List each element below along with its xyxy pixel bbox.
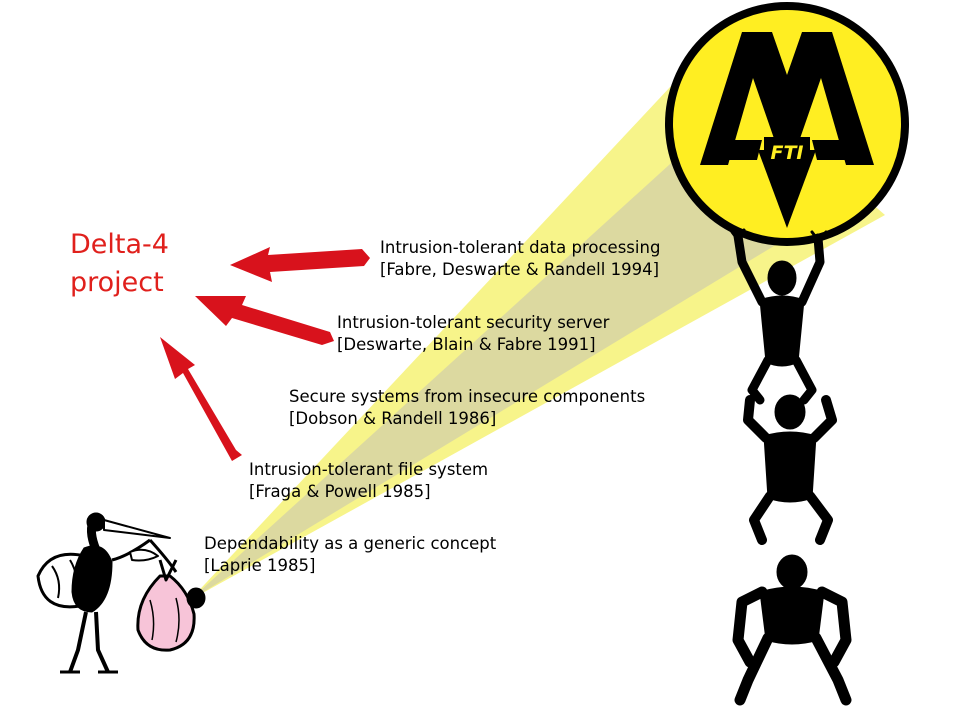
reference-title: Secure systems from insecure components — [289, 387, 646, 406]
logo-badge-text: FTI — [770, 142, 803, 164]
reference-item: Intrusion-tolerant security server [Desw… — [337, 312, 609, 356]
page-title: Delta-4 project — [70, 226, 169, 302]
arrow-icon — [230, 247, 370, 282]
logo-v-stem — [758, 150, 816, 228]
reference-title: Dependability as a generic concept — [204, 534, 497, 553]
baby-bundle-icon — [136, 559, 206, 652]
reference-citation: [Deswarte, Blain & Fabre 1991] — [337, 335, 596, 354]
reference-citation: [Fabre, Deswarte & Randell 1994] — [380, 260, 660, 279]
reference-item: Secure systems from insecure components … — [289, 386, 645, 430]
reference-title: Intrusion-tolerant security server — [337, 313, 610, 332]
reference-title: Intrusion-tolerant file system — [249, 460, 489, 479]
arrow-icon — [195, 296, 334, 345]
light-beam-core — [190, 105, 858, 600]
reference-citation: [Fraga & Powell 1985] — [249, 482, 431, 501]
logo-m-letter — [700, 32, 874, 165]
fti-logo: FTI — [665, 2, 909, 246]
title-line-2: project — [70, 267, 164, 298]
reference-item: Dependability as a generic concept [Lapr… — [204, 533, 496, 577]
reference-item: Intrusion-tolerant file system [Fraga & … — [249, 459, 488, 503]
reference-citation: [Dobson & Randell 1986] — [289, 409, 497, 428]
reference-title: Intrusion-tolerant data processing — [380, 238, 661, 257]
title-line-1: Delta-4 — [70, 229, 169, 260]
stork-icon — [36, 512, 178, 674]
arrow-icon — [160, 337, 242, 461]
reference-citation: [Laprie 1985] — [204, 556, 316, 575]
reference-item: Intrusion-tolerant data processing [Fabr… — [380, 237, 660, 281]
arrow-group — [160, 247, 370, 461]
human-pyramid-figures — [730, 228, 852, 706]
